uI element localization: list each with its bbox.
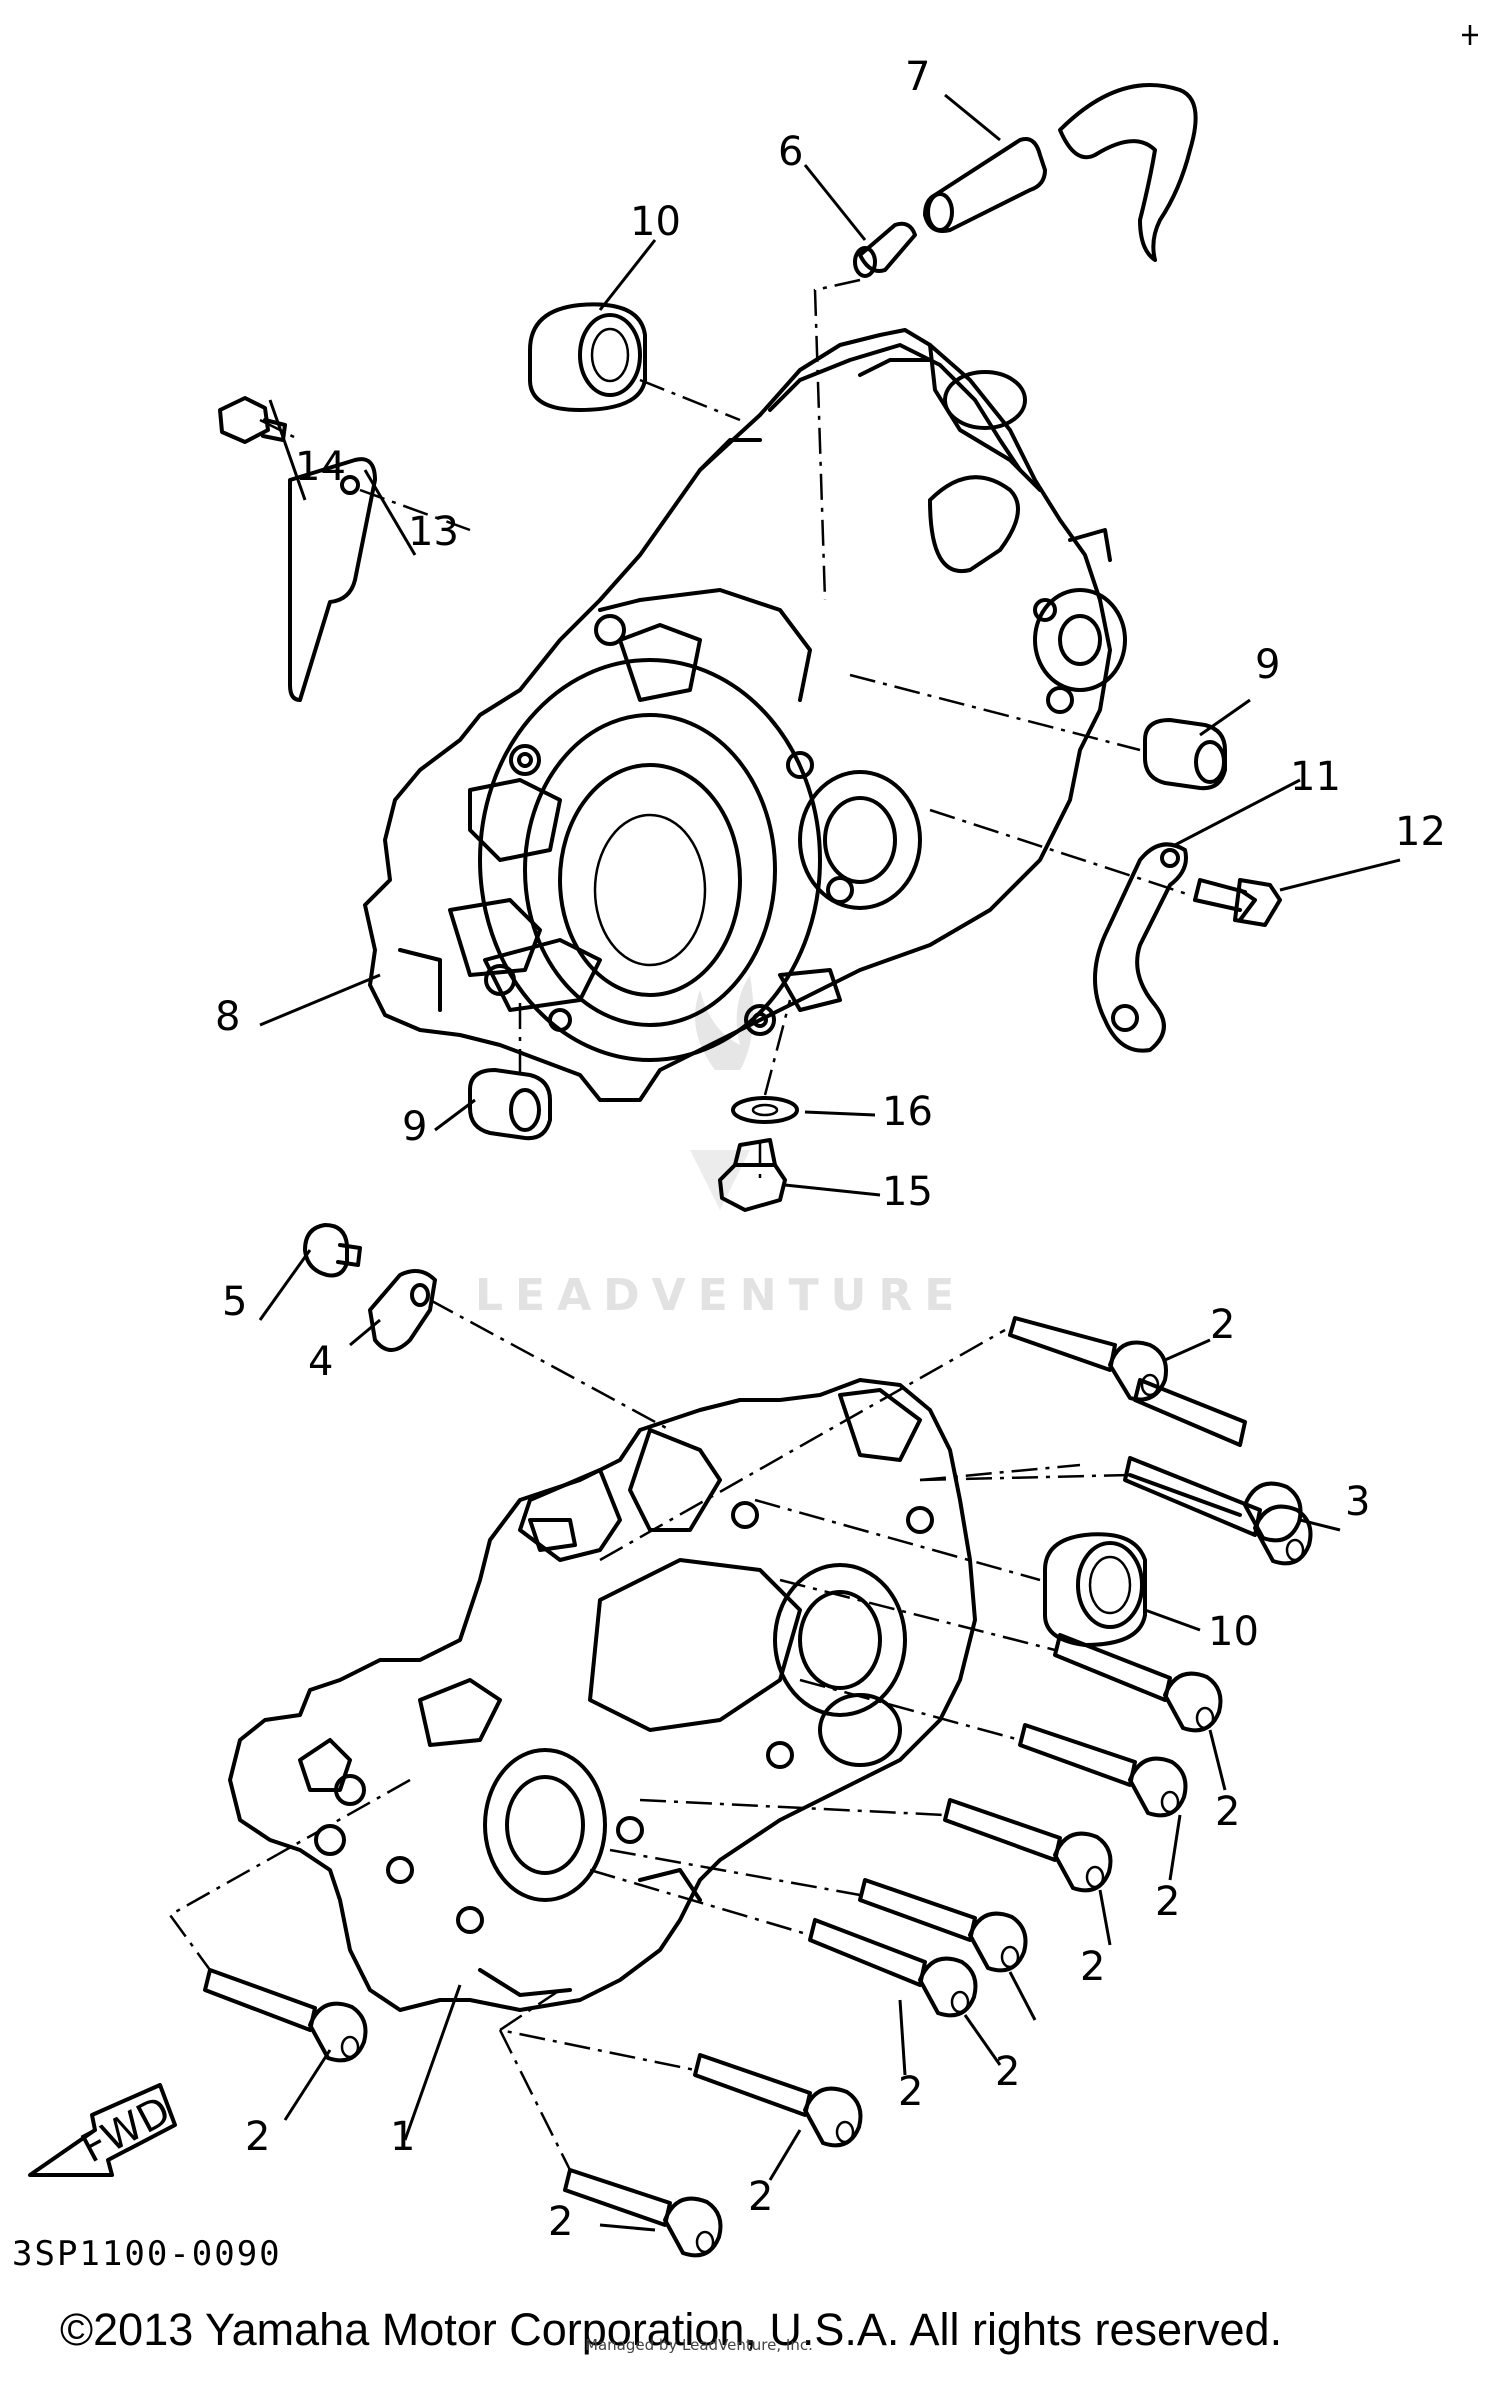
part-code: 3SP1100-0090 (12, 2234, 282, 2274)
bracket-11 (1093, 842, 1188, 1053)
leadventure-watermark: LEADVENTURE (475, 975, 966, 1321)
callout-2-c: 2 (1155, 1879, 1180, 1925)
callout-5: 5 (222, 1279, 247, 1325)
callout-2-a: 2 (1210, 1302, 1235, 1348)
callout-numbers: 7 6 10 14 13 9 11 12 8 9 16 15 5 4 2 3 1… (215, 54, 1446, 2245)
bolt-12 (1193, 878, 1282, 927)
callout-1: 1 (390, 2114, 415, 2160)
fwd-arrow: FWD (28, 2083, 178, 2177)
callout-9-right: 9 (1255, 642, 1280, 688)
bolt-5 (303, 1223, 362, 1278)
callout-2-b: 2 (1215, 1789, 1240, 1835)
callout-leaders (258, 93, 1401, 2232)
callout-2-g: 2 (898, 2069, 923, 2115)
small-print: Managed by LeadVenture, Inc. (585, 2336, 813, 2354)
callout-15: 15 (882, 1169, 933, 1215)
fitting-6 (853, 221, 917, 278)
drain-bolt-15 (718, 1138, 787, 1212)
callout-9-left: 9 (402, 1104, 427, 1150)
corner-mark (1462, 25, 1478, 45)
hose-elbow-7 (923, 83, 1198, 262)
callout-7: 7 (905, 54, 930, 100)
collar-10-upper (528, 302, 647, 412)
assembly-lines (168, 278, 1191, 2171)
watermark-text: LEADVENTURE (475, 1270, 966, 1321)
bolt-14 (218, 396, 287, 444)
callout-12: 12 (1395, 809, 1446, 855)
collar-10-lower (1043, 1532, 1147, 1647)
callout-2-h: 2 (245, 2114, 270, 2160)
callout-10-upper: 10 (630, 199, 681, 245)
copyright-notice: ©2013 Yamaha Motor Corporation, U.S.A. A… (60, 2304, 1282, 2355)
callout-10-lower: 10 (1208, 1609, 1259, 1655)
callout-14: 14 (295, 444, 346, 490)
callout-4: 4 (308, 1339, 333, 1385)
bolt-set-2 (203, 1316, 1313, 2258)
washer-16 (731, 1096, 799, 1124)
callout-8: 8 (215, 994, 240, 1040)
callout-11: 11 (1290, 754, 1341, 800)
crankcase-left-half (228, 1378, 977, 2012)
callout-3: 3 (1345, 1479, 1370, 1525)
bolt-3 (1128, 1473, 1303, 1543)
callout-2-j: 2 (548, 2199, 573, 2245)
plate-13 (288, 457, 377, 702)
dowel-pin-9-right (1143, 718, 1227, 791)
plate-4 (368, 1269, 437, 1352)
callout-2-i: 2 (748, 2174, 773, 2220)
callout-2-d: 2 (1080, 1944, 1105, 1990)
callout-2-e: 2 (995, 2049, 1020, 2095)
callout-13: 13 (408, 509, 459, 555)
crankcase-right-half (363, 328, 1127, 1102)
callout-6: 6 (778, 129, 803, 175)
dowel-pin-9-left (468, 1068, 552, 1141)
callout-16: 16 (882, 1089, 933, 1135)
